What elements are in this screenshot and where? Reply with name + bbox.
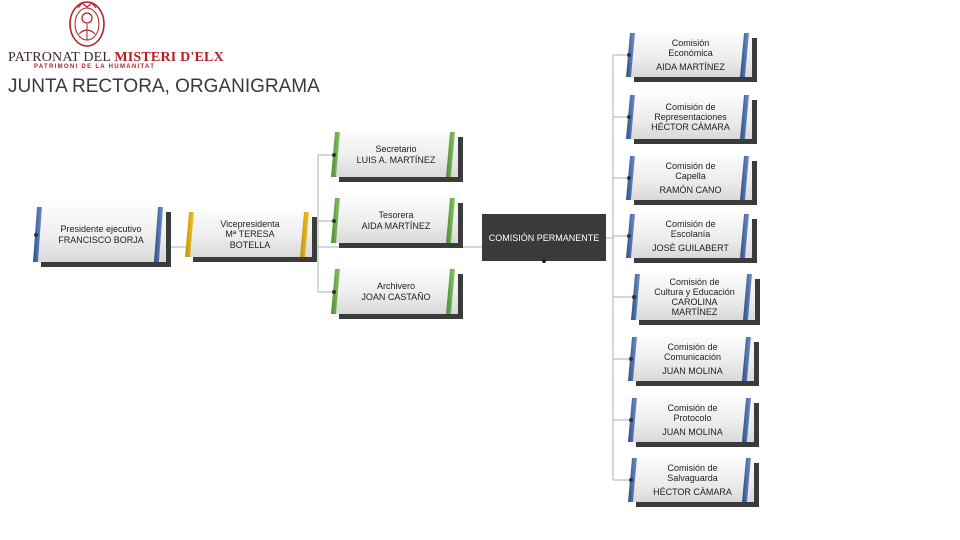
treasurer-role: Tesorera bbox=[378, 210, 414, 221]
vicepresident-card: Vicepresidenta Mª TERESA BOTELLA bbox=[185, 212, 317, 262]
president-card: Presidente ejecutivo FRANCISCO BORJA bbox=[33, 207, 171, 267]
permanent-commission-box: COMISIÓN PERMANENTE bbox=[482, 214, 606, 263]
archivist-role: Archivero bbox=[376, 281, 415, 292]
commission-chair: AIDA MARTÍNEZ bbox=[656, 61, 725, 72]
commission-chair-line2: MARTÍNEZ bbox=[671, 307, 718, 318]
commission-chair: HÉCTOR CÀMARA bbox=[651, 122, 730, 133]
commission-line2: Representaciones bbox=[654, 111, 727, 122]
commission-card-communication: Comisión de Comunicación JUAN MOLINA bbox=[628, 337, 759, 386]
commission-card-escolania: Comisión de Escolanía JOSÉ GUILABERT bbox=[626, 214, 757, 263]
president-role: Presidente ejecutivo bbox=[60, 224, 142, 235]
commission-chair: CAROLINA bbox=[671, 297, 718, 307]
commission-card-economic: Comisión Económica AIDA MARTÍNEZ bbox=[626, 33, 757, 82]
commission-line1: Comisión de bbox=[665, 101, 716, 112]
commission-line2: Comunicación bbox=[663, 352, 722, 363]
page-title: JUNTA RECTORA, ORGANIGRAMA bbox=[8, 76, 320, 97]
commission-card-capella: Comisión de Capella RAMÓN CANO bbox=[626, 156, 757, 205]
commission-line1: Comisión de bbox=[669, 276, 720, 287]
vicepresident-name-line1: Mª TERESA bbox=[225, 229, 275, 240]
heraldic-seal-icon bbox=[69, 1, 105, 47]
commission-chair: JUAN MOLINA bbox=[662, 365, 723, 376]
commission-line1: Comisión de bbox=[667, 463, 718, 474]
commission-card-protocol: Comisión de Protocolo JUAN MOLINA bbox=[628, 398, 759, 447]
secretary-name: LUIS A. MARTÍNEZ bbox=[356, 154, 436, 165]
commission-line2: Protocolo bbox=[673, 413, 712, 424]
commission-line1: Comisión de bbox=[667, 403, 718, 414]
commission-line1: Comisión de bbox=[665, 219, 716, 230]
commission-line1: Comisión bbox=[671, 38, 710, 49]
permanent-commission-label: COMISIÓN PERMANENTE bbox=[488, 232, 600, 243]
commission-line2: Salvaguarda bbox=[667, 473, 718, 484]
archivist-card: Archivero JOAN CASTAÑO bbox=[331, 269, 463, 319]
archivist-name: JOAN CASTAÑO bbox=[361, 291, 431, 302]
commission-card-representations: Comisión de Representaciones HÉCTOR CÀMA… bbox=[626, 95, 757, 144]
commission-line1: Comisión de bbox=[667, 342, 718, 353]
commission-line2: Cultura y Educación bbox=[654, 286, 735, 297]
commission-chair: JUAN MOLINA bbox=[662, 426, 723, 437]
president-name: FRANCISCO BORJA bbox=[58, 234, 144, 245]
treasurer-name: AIDA MARTÍNEZ bbox=[361, 220, 431, 231]
commission-line2: Capella bbox=[675, 171, 706, 182]
commission-card-safeguard: Comisión de Salvaguarda HÉCTOR CÀMARA bbox=[628, 458, 759, 507]
commission-line2: Económica bbox=[668, 48, 713, 59]
commission-card-culture: Comisión de Cultura y Educación CAROLINA… bbox=[631, 274, 760, 325]
commission-line1: Comisión de bbox=[665, 161, 716, 172]
logo: PATRONAT DEL MISTERI D'ELX PATRIMONI DE … bbox=[4, 0, 224, 72]
treasurer-card: Tesorera AIDA MARTÍNEZ bbox=[331, 198, 463, 248]
commission-line2: Escolanía bbox=[670, 229, 711, 240]
commission-chair: RAMÓN CANO bbox=[659, 184, 722, 195]
logo-tagline: PATRIMONI DE LA HUMANITAT bbox=[34, 64, 156, 70]
secretary-role: Secretario bbox=[375, 144, 417, 155]
logo-wordmark: PATRONAT DEL MISTERI D'ELX bbox=[8, 50, 224, 65]
vicepresident-role: Vicepresidenta bbox=[220, 219, 280, 230]
commission-chair: HÉCTOR CÀMARA bbox=[653, 486, 732, 497]
secretary-card: Secretario LUIS A. MARTÍNEZ bbox=[331, 132, 463, 182]
vicepresident-name-line2: BOTELLA bbox=[229, 239, 271, 250]
commission-chair: JOSÉ GUILABERT bbox=[652, 242, 729, 253]
